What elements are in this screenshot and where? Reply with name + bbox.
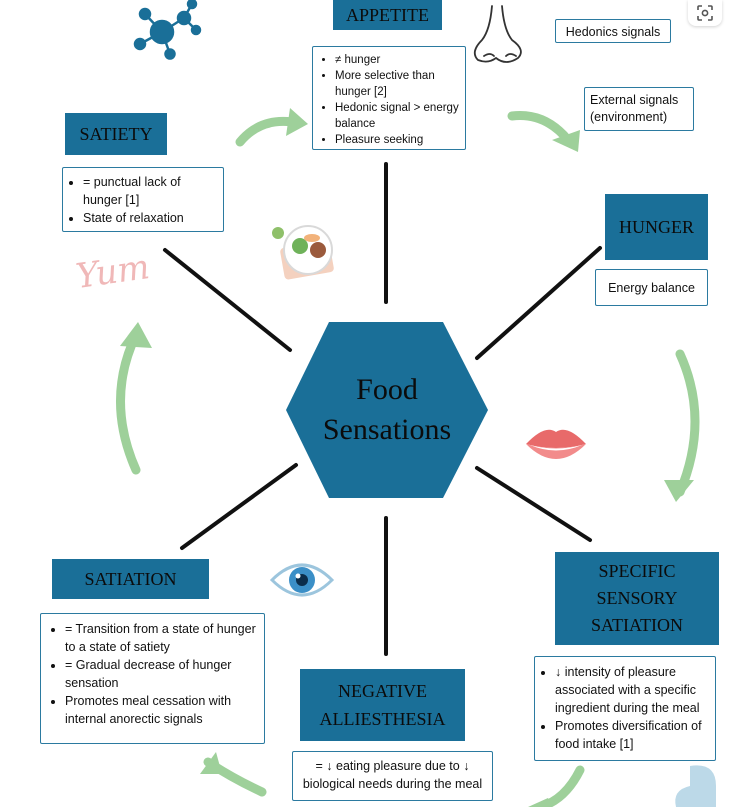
appetite-item: ≠ hunger [335,52,461,68]
nose-icon [473,5,522,63]
sss-item: Promotes diversification of food intake … [555,717,711,753]
molecule-icon [133,0,202,60]
external-line-1: External signals [590,93,679,107]
external-note: External signals (environment) [584,87,694,131]
hedonics-note: Hedonics signals [555,19,671,43]
hunger-note: Energy balance [595,269,708,306]
center-line-1: Food [356,373,418,406]
connector-satiety [163,248,292,352]
negative-note-line-1: = ↓ eating pleasure due to ↓ [315,759,470,773]
eye-icon [269,563,335,597]
appetite-note: ≠ hunger More selective than hunger [2] … [312,46,466,150]
arrow-heads [120,108,694,807]
arrow-satiation-to-satiety [116,330,141,475]
hedonics-label: Hedonics signals [565,25,661,39]
scan-icon [697,5,713,21]
appetite-title-text: APPETITE [346,4,429,25]
satiation-item: = Transition from a state of hunger to a… [65,620,260,656]
sss-title: SPECIFIC SENSORY SATIATION [555,552,719,645]
satiation-title-text: SATIATION [84,568,177,589]
negative-note: = ↓ eating pleasure due to ↓ biological … [292,751,493,801]
center-line-2: Sensations [322,413,452,446]
negative-title-line-1: NEGATIVE [338,681,427,701]
satiety-item: = punctual lack of hunger [1] [83,173,219,209]
hunger-note-text: Energy balance [608,281,695,295]
negative-note-line-2: biological needs during the meal [302,777,483,791]
arrow-satiety-to-appetite [235,116,297,147]
sss-title-line-2: SENSORY [596,588,678,608]
connector-hunger [475,246,602,360]
satiety-title-text: SATIETY [79,123,153,144]
arrow-head-satiation [200,752,222,774]
connector-lines [163,162,602,656]
connector-sss [475,466,592,542]
satiation-note: = Transition from a state of hunger to a… [40,613,265,744]
sss-title-line-3: SATIATION [591,615,683,635]
arrow-head-satiety [120,322,152,348]
hunger-title: HUNGER [605,194,708,260]
arrow-head-negative [528,798,552,807]
center-hexagon [286,322,488,498]
lips-icon [526,429,586,459]
appetite-item: Pleasure seeking [335,132,461,148]
satiety-title: SATIETY [65,113,167,155]
scan-button[interactable] [688,0,722,26]
plate-icon [272,225,334,280]
sss-note: ↓ intensity of pleasure associated with … [534,656,716,761]
satiation-title: SATIATION [52,559,209,599]
appetite-item: More selective than hunger [2] [335,68,461,100]
appetite-title: APPETITE [333,0,442,30]
external-line-2: (environment) [590,110,668,124]
satiety-item: State of relaxation [83,209,219,227]
hunger-title-text: HUNGER [619,216,694,237]
appetite-item: Hedonic signal > energy balance [335,100,461,132]
connector-satiation [180,463,298,550]
sss-item: ↓ intensity of pleasure associated with … [555,663,711,717]
satiety-note: = punctual lack of hunger [1] State of r… [62,167,224,232]
sss-title-line-1: SPECIFIC [598,561,676,581]
negative-title: NEGATIVE ALLIESTHESIA [300,669,465,741]
satiation-item: Promotes meal cessation with internal an… [65,692,260,728]
arrow-head-sss [664,480,694,502]
center-title: Food Sensations [286,322,488,498]
arrow-appetite-to-external [507,111,573,145]
negative-title-line-2: ALLIESTHESIA [319,709,446,729]
satiation-item: = Gradual decrease of hunger sensation [65,656,260,692]
arrow-head-appetite [286,108,308,136]
arrow-head-external [552,130,580,152]
stomach-icon [675,765,716,807]
arrow-hunger-to-sss [675,349,700,497]
